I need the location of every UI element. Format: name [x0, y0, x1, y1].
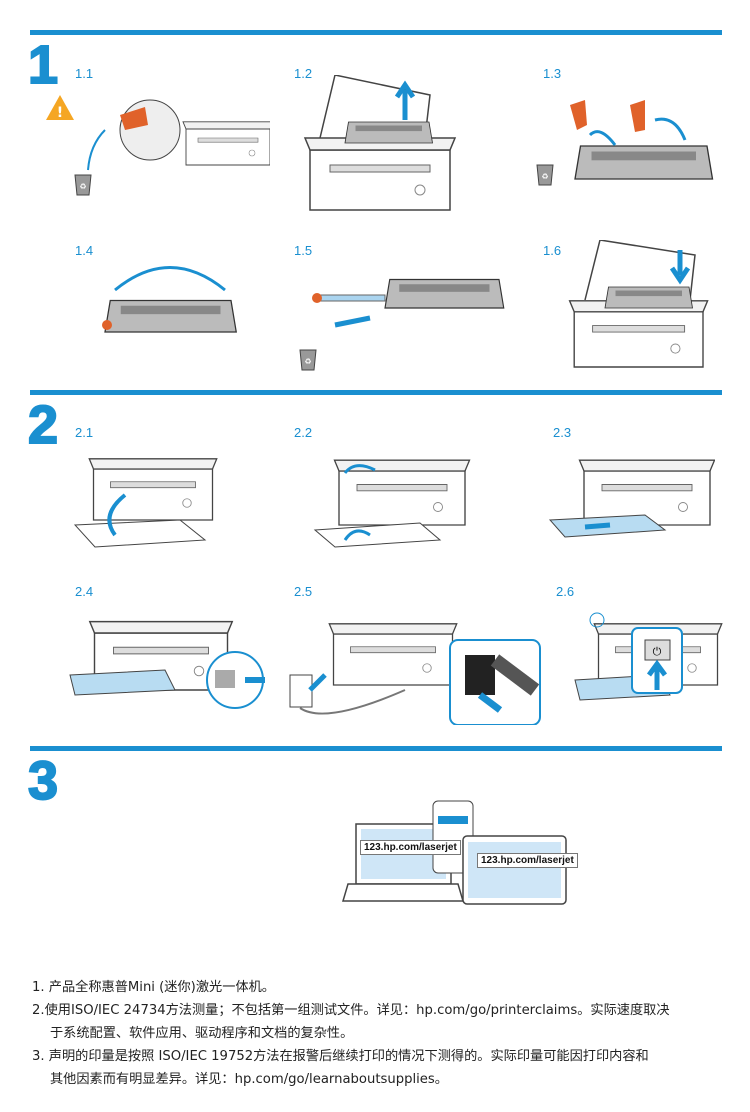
step-label: 1.4: [75, 243, 94, 258]
footnotes: 1. 产品全称惠普Mini (迷你)激光一体机。 2.使用ISO/IEC 247…: [32, 976, 722, 1091]
power-outlet-icon: [289, 674, 313, 708]
step-label: 1.3: [543, 66, 562, 81]
illustration-1-4: [102, 266, 237, 333]
footnote-3: 3. 声明的印量是按照 ISO/IEC 19752方法在报警后继续打印的情况下测…: [32, 1049, 649, 1064]
step-label: 2.1: [75, 425, 94, 440]
section-2-number: 2: [27, 395, 59, 455]
section-3-number: 3: [27, 751, 59, 811]
illustration-1-6: [568, 240, 709, 368]
footnote-1: 1. 产品全称惠普Mini (迷你)激光一体机。: [32, 980, 275, 995]
illustration-2-1: [73, 458, 218, 548]
section-2-bar: [30, 390, 722, 395]
recycle-bin-icon: [536, 164, 554, 186]
illustration-2-3: [548, 459, 715, 538]
section-1-number: 1: [27, 35, 59, 95]
footnote-3-cont: 其他因素而有明显差异。详见：hp.com/go/learnaboutsuppli…: [50, 1072, 448, 1087]
illustration-1-1: !: [46, 95, 270, 196]
illustration-2-6: ⏻: [574, 612, 723, 701]
illustration-2-2: [313, 459, 471, 548]
illustration-2-5: [289, 623, 541, 725]
step-label: 2.6: [556, 584, 575, 599]
illustration-2-4: [69, 620, 265, 709]
step-label: 1.2: [294, 66, 313, 81]
power-button-icon: [644, 639, 671, 661]
illustration-1-3: [536, 100, 714, 186]
step-label: 2.4: [75, 584, 94, 599]
recycle-bin-icon: [74, 174, 92, 196]
step-label: 2.3: [553, 425, 572, 440]
laptop-url-field: 123.hp.com/laserjet: [360, 840, 461, 855]
svg-text:!: !: [57, 105, 63, 121]
step-label: 2.2: [294, 425, 313, 440]
tablet-url-field: 123.hp.com/laserjet: [477, 853, 578, 868]
step-label: 1.5: [294, 243, 313, 258]
section-3-bar: [30, 746, 722, 751]
footnote-2-cont: 于系统配置、软件应用、驱动程序和文档的复杂性。: [50, 1026, 354, 1041]
recycle-bin-icon: [299, 349, 317, 371]
step-label: 2.5: [294, 584, 313, 599]
illustration-1-5: [299, 278, 505, 371]
section-1-bar: [30, 30, 722, 35]
svg-text:⏻: ⏻: [653, 645, 662, 658]
step-label: 1.6: [543, 243, 562, 258]
step-label: 1.1: [75, 66, 94, 81]
footnote-2: 2.使用ISO/IEC 24734方法测量；不包括第一组测试文件。详见：hp.c…: [32, 1003, 670, 1018]
illustration-1-2: [304, 75, 456, 211]
warning-icon: !: [46, 95, 74, 121]
